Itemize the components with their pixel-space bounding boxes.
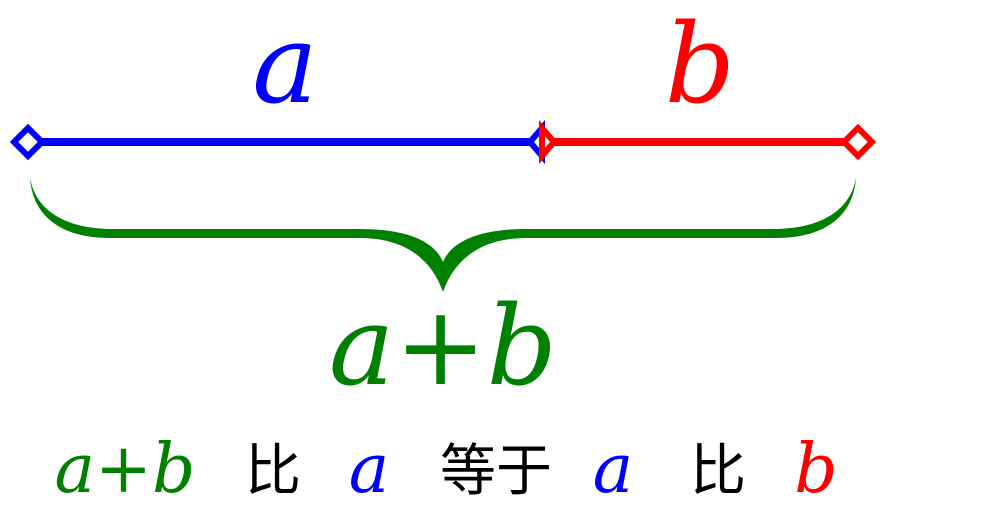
caption-ratio-2: 比	[690, 439, 746, 504]
caption-ratio-1: 比	[245, 439, 301, 504]
caption: a+b 比 a 等于 a 比 b	[54, 430, 837, 509]
endpoint-middle-marker-right	[539, 119, 558, 165]
label-b: b	[665, 0, 735, 128]
caption-a-2: a	[593, 430, 634, 509]
label-sum: a+b	[329, 282, 557, 410]
caption-sum: a+b	[54, 430, 195, 509]
curly-brace	[30, 177, 856, 292]
caption-a-1: a	[349, 430, 390, 509]
caption-equals: 等于	[440, 439, 552, 504]
label-a: a	[252, 0, 318, 128]
caption-b: b	[794, 430, 838, 509]
endpoint-left-marker	[9, 123, 47, 161]
endpoint-right-marker	[839, 123, 877, 161]
